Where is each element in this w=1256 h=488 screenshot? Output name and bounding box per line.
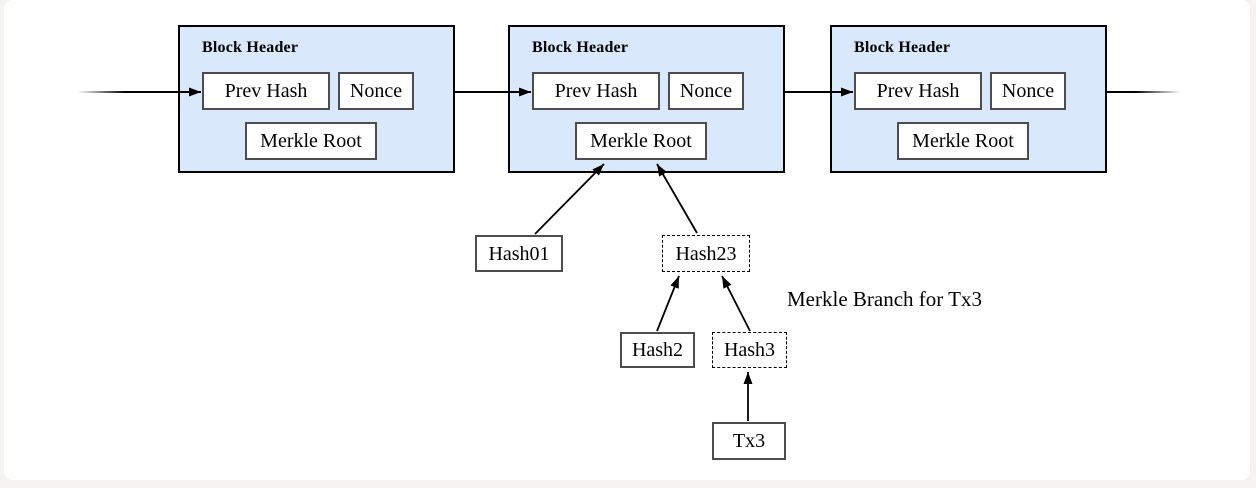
block-2-merkle-root-box: Merkle Root (575, 122, 707, 160)
block-1-prev-hash-box: Prev Hash (202, 72, 330, 110)
block-3-nonce-box: Nonce (990, 72, 1066, 110)
block-3-nonce-label: Nonce (1001, 80, 1055, 102)
arrow-hash23-to-merkle-root (656, 163, 698, 234)
block-3-merkle-root-box: Merkle Root (897, 122, 1029, 160)
hash3-label: Hash3 (723, 339, 776, 361)
hash23-label: Hash23 (675, 242, 737, 265)
tx3-box: Tx3 (712, 422, 786, 460)
block-1-prev-hash-label: Prev Hash (224, 80, 308, 102)
arrow-hash01-to-merkle-root (534, 163, 605, 235)
block-3-prev-hash-box: Prev Hash (854, 72, 982, 110)
hash01-box: Hash01 (475, 235, 563, 272)
block-2-nonce-label: Nonce (679, 80, 733, 102)
block-header-3-title: Block Header (854, 39, 951, 56)
block-header-1-title: Block Header (202, 39, 299, 56)
hash3-box: Hash3 (712, 332, 787, 368)
block-header-1: Block Header Prev Hash Nonce Merkle Root (178, 25, 455, 173)
block-1-merkle-root-label: Merkle Root (260, 130, 362, 152)
hash23-box: Hash23 (662, 235, 750, 272)
block-2-prev-hash-box: Prev Hash (532, 72, 660, 110)
block-1-nonce-label: Nonce (349, 80, 403, 102)
arrow-hash3-to-hash23 (721, 275, 751, 332)
block-header-2-title: Block Header (532, 39, 629, 56)
block-1-merkle-root-box: Merkle Root (245, 122, 377, 160)
block-3-prev-hash-label: Prev Hash (876, 80, 960, 102)
hash2-label: Hash2 (631, 339, 684, 361)
merkle-branch-annotation: Merkle Branch for Tx3 (787, 287, 982, 311)
block-2-prev-hash-label: Prev Hash (554, 80, 638, 102)
hash2-box: Hash2 (620, 332, 695, 368)
block-3-merkle-root-label: Merkle Root (912, 130, 1014, 152)
block-header-3: Block Header Prev Hash Nonce Merkle Root (830, 25, 1107, 173)
tx3-label: Tx3 (732, 430, 766, 452)
block-1-nonce-box: Nonce (338, 72, 414, 110)
hash01-label: Hash01 (488, 242, 550, 265)
block-header-2: Block Header Prev Hash Nonce Merkle Root (508, 25, 785, 173)
block-2-nonce-box: Nonce (668, 72, 744, 110)
block-2-merkle-root-label: Merkle Root (590, 130, 692, 152)
arrow-hash2-to-hash23 (656, 275, 680, 332)
